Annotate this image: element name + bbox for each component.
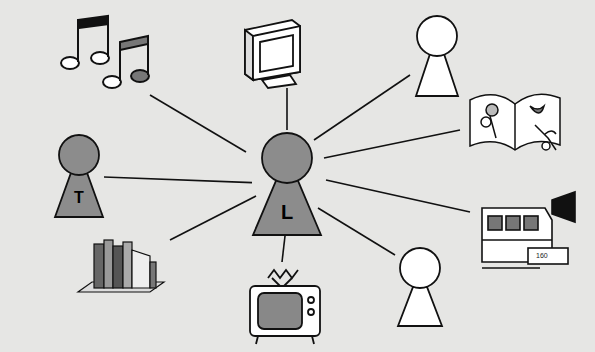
spoke-line [324,130,460,158]
person-body [253,178,321,235]
spoke-line [104,177,252,183]
computer-monitor [245,20,300,88]
book-stack [78,240,164,292]
spoke-line [286,88,288,130]
person-node: T [54,134,104,218]
spoke-lines [150,75,470,262]
sign-number: 160 [536,252,548,259]
spoke-line [326,180,470,212]
spoke-line [314,75,410,140]
person-letter: T [54,190,104,206]
person-letter: L [252,202,322,222]
person-figure [416,16,458,96]
spoke-line [282,236,285,262]
spoke-line [318,208,395,255]
person-body [55,170,103,217]
picture-book [470,94,560,150]
person-node: L [252,132,322,236]
television [250,270,320,344]
train [482,192,575,268]
person-head [262,133,312,183]
person-head [59,135,99,175]
person-figure [398,248,442,326]
spoke-line [170,196,256,240]
spoke-line [150,95,246,152]
music-notes [61,16,149,88]
